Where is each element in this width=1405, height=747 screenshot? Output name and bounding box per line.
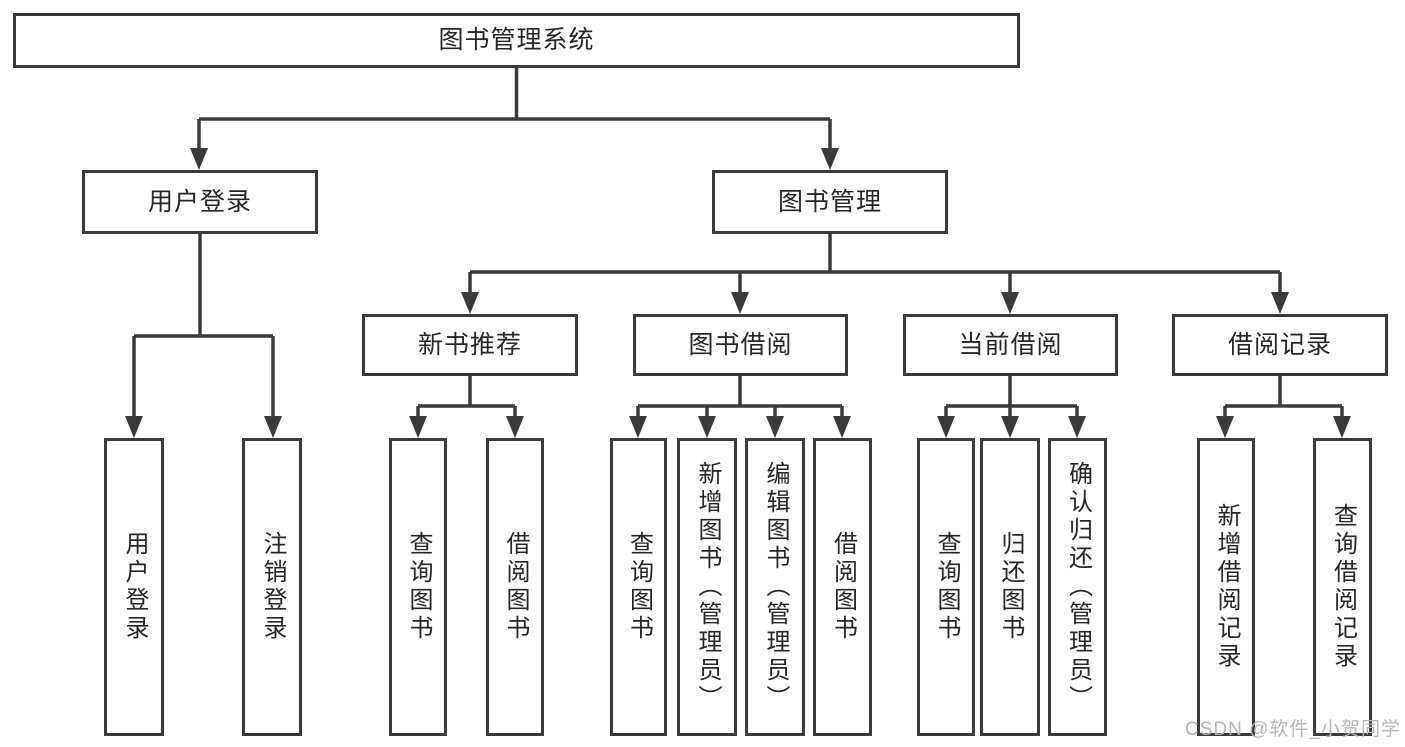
leaf-query-books-borrow: 查询图书	[610, 438, 667, 736]
leaf-edit-book-admin-label: 编辑图书（管理员）	[762, 461, 789, 713]
node-borrow-records: 借阅记录	[1172, 314, 1388, 376]
node-new-book-recommend: 新书推荐	[362, 314, 578, 376]
node-book-borrow: 图书借阅	[633, 314, 848, 376]
node-root-library-system: 图书管理系统	[13, 13, 1020, 68]
csdn-watermark: CSDN @软件_小贺同学	[1185, 719, 1401, 740]
node-user-login: 用户登录	[82, 170, 318, 234]
leaf-add-borrow-record: 新增借阅记录	[1197, 438, 1255, 736]
leaf-query-books-borrow-label: 查询图书	[625, 531, 653, 643]
node-book-management: 图书管理	[712, 170, 948, 234]
leaf-user-login-label: 用户登录	[121, 531, 148, 643]
leaf-borrow-books-recommend: 借阅图书	[486, 438, 544, 736]
leaf-edit-book-admin: 编辑图书（管理员）	[745, 438, 805, 736]
leaf-return-book-label: 归还图书	[997, 531, 1024, 643]
leaf-borrow-books-recommend-label: 借阅图书	[502, 531, 529, 643]
leaf-query-books-recommend: 查询图书	[389, 438, 447, 736]
leaf-user-login: 用户登录	[104, 438, 164, 736]
leaf-query-borrow-record-label: 查询借阅记录	[1329, 503, 1357, 671]
node-current-borrow: 当前借阅	[903, 314, 1118, 376]
leaf-confirm-return-admin: 确认归还（管理员）	[1048, 438, 1107, 736]
leaf-query-books-current: 查询图书	[917, 438, 975, 736]
leaf-add-book-admin-label: 新增图书（管理员）	[694, 461, 721, 713]
leaf-confirm-return-admin-label: 确认归还（管理员）	[1064, 461, 1092, 713]
leaf-borrow-books-label: 借阅图书	[829, 531, 857, 643]
leaf-logout: 注销登录	[242, 438, 302, 736]
leaf-query-books-recommend-label: 查询图书	[405, 531, 432, 643]
leaf-borrow-books: 借阅图书	[813, 438, 872, 736]
leaf-query-borrow-record: 查询借阅记录	[1313, 438, 1372, 736]
leaf-add-borrow-record-label: 新增借阅记录	[1213, 503, 1240, 671]
leaf-return-book: 归还图书	[980, 438, 1040, 736]
leaf-logout-label: 注销登录	[259, 531, 286, 643]
leaf-add-book-admin: 新增图书（管理员）	[677, 438, 737, 736]
leaf-query-books-current-label: 查询图书	[933, 531, 960, 643]
